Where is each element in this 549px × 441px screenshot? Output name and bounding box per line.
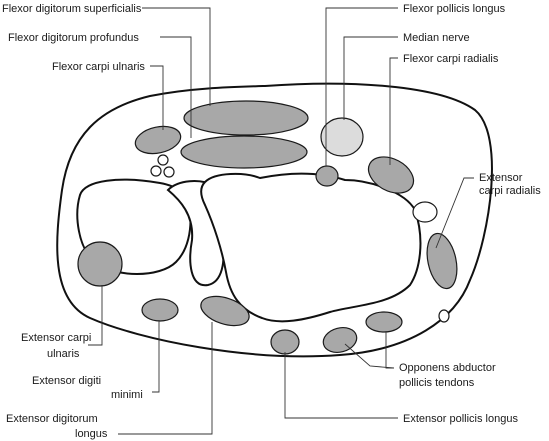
leader-line: [284, 352, 398, 419]
extensor-carpi-ulnaris-muscle: [77, 241, 123, 287]
extensor-carpi-radialis-muscle: [426, 232, 458, 290]
extensor-pollicis-longus-muscle: [270, 329, 300, 355]
label-flexor-pollicis-longus: Flexor pollicis longus: [403, 3, 506, 15]
flexor-digitorum-profundus-muscle: [180, 135, 308, 169]
label-opponens-abductor-line1: Opponens abductor: [399, 362, 496, 374]
label-extensor-carpi-radialis-line1: Extensor: [479, 172, 523, 184]
label-flexor-digitorum-profundus: Flexor digitorum profundus: [8, 32, 139, 44]
label-flexor-carpi-ulnaris: Flexor carpi ulnaris: [52, 61, 145, 73]
extensor-digiti-minimi-muscle: [141, 298, 179, 322]
vessel-circle: [163, 166, 175, 178]
label-extensor-digitorum-longus-line1: Extensor digitorum: [6, 413, 98, 425]
opponens-abductor-tendon: [365, 311, 403, 333]
label-extensor-carpi-radialis-line2: carpi radialis: [479, 185, 541, 197]
radius-bone: [200, 172, 422, 323]
label-opponens-abductor-line2: pollicis tendons: [399, 377, 475, 389]
flexor-carpi-radialis-muscle: [367, 156, 415, 194]
label-flexor-carpi-radialis: Flexor carpi radialis: [403, 53, 499, 65]
flexor-pollicis-longus-muscle: [315, 165, 339, 187]
label-flexor-digitorum-superficialis: Flexor digitorum superficialis: [2, 3, 142, 15]
label-extensor-pollicis-longus: Extensor pollicis longus: [403, 413, 518, 425]
leader-line: [88, 285, 103, 346]
label-extensor-carpi-ulnaris-line2: ulnaris: [47, 348, 80, 360]
vessel-circle: [157, 154, 169, 166]
label-extensor-digitorum-longus-line2: longus: [75, 428, 108, 440]
vessel-circle: [412, 201, 438, 223]
leader-line: [435, 177, 474, 249]
label-extensor-carpi-ulnaris-line1: Extensor carpi: [21, 332, 91, 344]
label-extensor-digiti-minimi-line1: Extensor digiti: [32, 375, 101, 387]
leader-line: [344, 343, 395, 369]
leader-line: [142, 7, 211, 106]
label-extensor-digiti-minimi-line2: minimi: [111, 389, 143, 401]
leader-line: [152, 320, 160, 393]
flexor-carpi-ulnaris-muscle: [134, 125, 182, 155]
leader-line: [118, 322, 213, 435]
leader-line: [343, 36, 398, 120]
leader-line: [150, 65, 164, 130]
vessel-circle: [438, 309, 450, 323]
leader-line: [325, 7, 398, 166]
flexor-digitorum-superficialis-muscle: [183, 100, 309, 136]
opponens-abductor-tendon: [322, 327, 358, 353]
leader-line: [389, 57, 398, 165]
label-median-nerve: Median nerve: [403, 32, 470, 44]
vessel-circle: [150, 165, 162, 177]
median-nerve-shape: [320, 117, 364, 157]
leader-line: [160, 36, 192, 138]
extensor-digitorum-longus-muscle: [200, 295, 250, 327]
